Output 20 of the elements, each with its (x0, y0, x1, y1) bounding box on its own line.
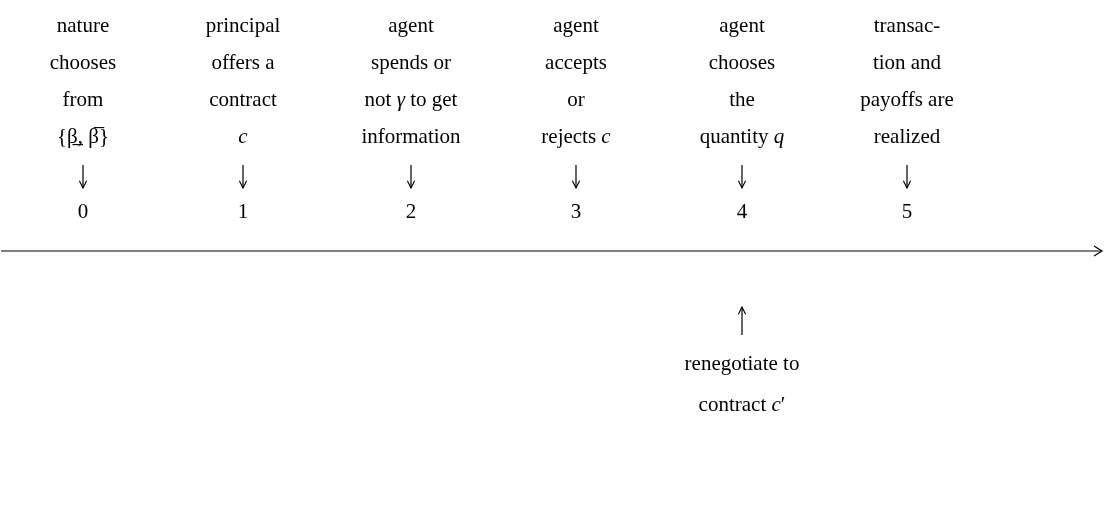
step-number: 2 (404, 198, 418, 225)
step-number: 0 (76, 198, 90, 225)
event-text: agent chooses the quantity q (698, 12, 786, 150)
arrow (78, 164, 88, 189)
arrow (238, 164, 248, 189)
event-text: transac- tion and payoffs are realized (859, 12, 955, 150)
step-number: 5 (900, 198, 914, 225)
arrow (571, 164, 581, 189)
event-text: principal offers a contract c (204, 12, 282, 150)
event-text: agent accepts or rejects c (540, 12, 612, 150)
arrow (902, 164, 912, 189)
step-number: 1 (236, 198, 250, 225)
step-number: 4 (735, 198, 749, 225)
arrow (406, 164, 416, 189)
event-text: nature chooses from {β̲, β̅} (48, 12, 118, 150)
step-number: 3 (569, 198, 583, 225)
event-text: renegotiate to contract c′ (683, 350, 801, 418)
arrow (737, 306, 747, 336)
event-text: agent spends or not γ to get information (360, 12, 462, 150)
arrow (737, 164, 747, 189)
